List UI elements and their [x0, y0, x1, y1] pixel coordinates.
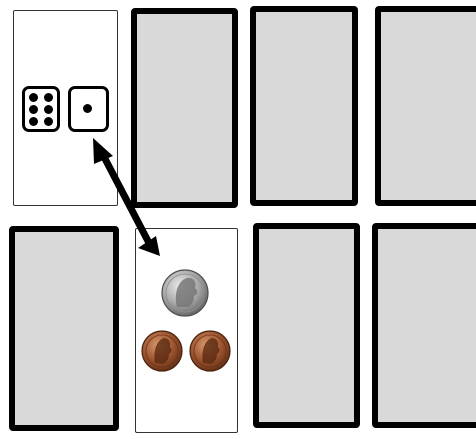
- match-arrow-icon: [0, 0, 476, 423]
